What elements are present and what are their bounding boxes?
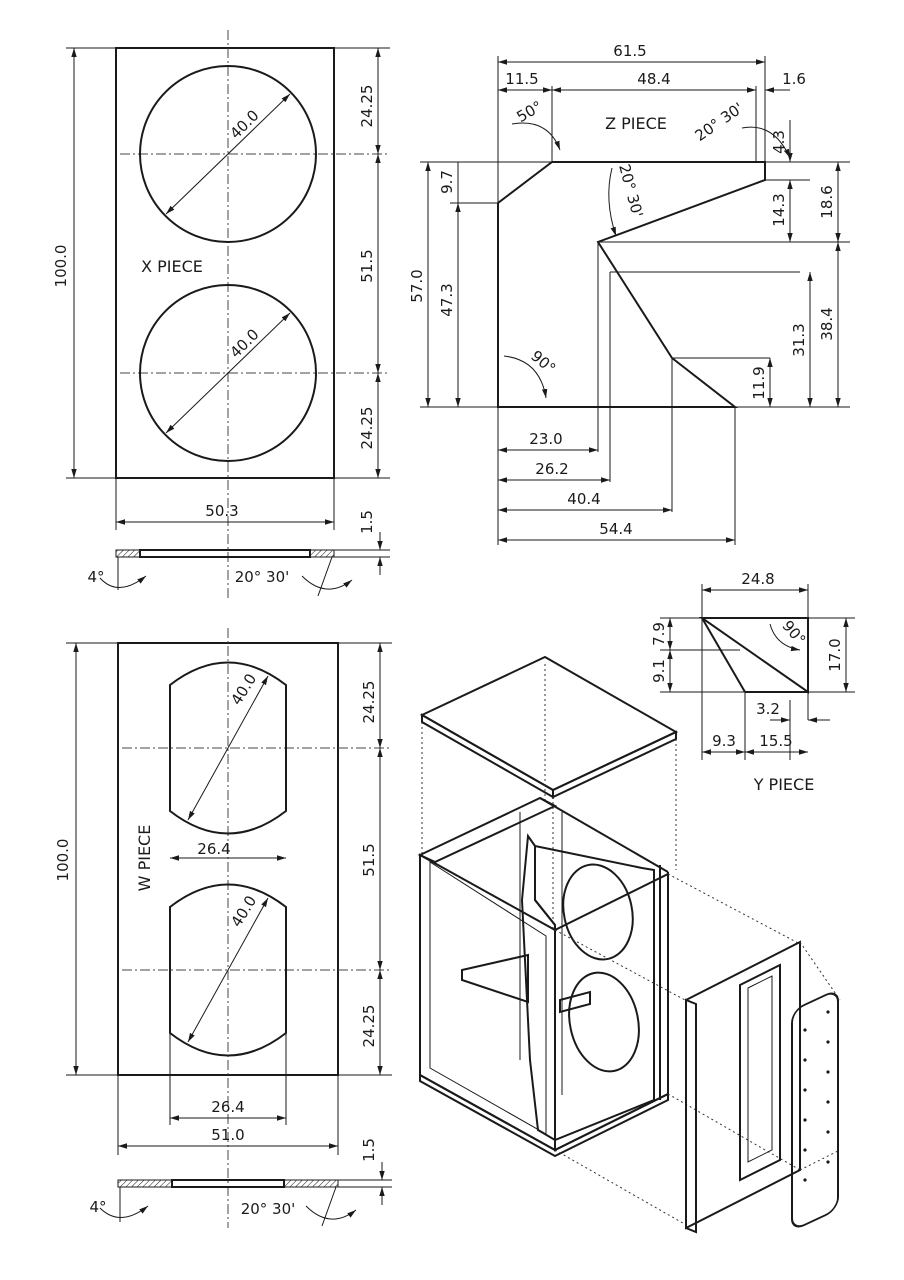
- x-lower-hole: [139, 284, 317, 462]
- z-top-span: 48.4: [637, 70, 670, 88]
- terminal-plate: [791, 992, 839, 1228]
- x-piece-label: X PIECE: [141, 257, 203, 276]
- z-h-right-top: 4.3: [770, 130, 788, 154]
- top-panel: [419, 655, 679, 799]
- z-left-offset: 11.5: [505, 70, 538, 88]
- z-h-right-d: 38.4: [818, 307, 836, 340]
- y-w-left: 9.3: [712, 732, 736, 750]
- x-piece-panel: [115, 47, 335, 479]
- w-hole-width-2: 26.4: [211, 1098, 244, 1116]
- z-h-right-c: 31.3: [790, 323, 808, 356]
- z-piece-label: Z PIECE: [605, 114, 667, 133]
- y-piece-label: Y PIECE: [753, 775, 815, 794]
- x-thickness: 1.5: [358, 510, 376, 534]
- w-hole-width-1: 26.4: [197, 840, 230, 858]
- z-h-left: 47.3: [438, 283, 456, 316]
- y-piece: 24.8 90° 7.9 9.1 17.0 3.2 9.3 15.5 Y PIE…: [650, 570, 855, 794]
- y-h-left: 9.1: [650, 659, 668, 683]
- x-bevel-angle: 4°: [87, 568, 104, 586]
- z-h-left-bevel: 9.7: [438, 170, 456, 194]
- x-hole-diameter-2: 40.0: [226, 325, 262, 361]
- z-w-c: 40.4: [567, 490, 600, 508]
- z-overall-width: 61.5: [613, 42, 646, 60]
- y-h-top: 7.9: [650, 622, 668, 646]
- y-w-small: 3.2: [756, 700, 780, 718]
- w-seg-mid: 51.5: [360, 843, 378, 876]
- w-upper-hole: [169, 661, 287, 835]
- exploded-assembly-view: [417, 655, 841, 1234]
- z-h-right-a: 14.3: [770, 193, 788, 226]
- x-seg-top: 24.25: [358, 85, 376, 128]
- cabinet-body: [417, 796, 669, 1158]
- z-angle-top-left: 50°: [513, 97, 545, 126]
- w-piece-label: W PIECE: [135, 825, 154, 892]
- z-h-right-e: 11.9: [750, 366, 768, 399]
- z-angle-bottom-left: 90°: [527, 347, 559, 378]
- w-thickness: 1.5: [360, 1138, 378, 1162]
- x-upper-hole: [139, 65, 317, 243]
- w-piece: 40.0 40.0 26.4 W PIECE 100.0 24.25 51.5 …: [54, 628, 392, 1228]
- w-width-dimension: 51.0: [211, 1126, 244, 1144]
- w-hole-diameter-1: 40.0: [227, 670, 260, 708]
- y-h-right: 17.0: [826, 638, 844, 671]
- z-angle-top-right: 20° 30': [692, 99, 747, 145]
- z-angle-mid: 20° 30': [615, 162, 647, 219]
- z-piece: 61.5 11.5 48.4 1.6 Z PIECE 50° 20° 30' 2…: [408, 42, 850, 545]
- z-w-b: 26.2: [535, 460, 568, 478]
- w-seg-bot: 24.25: [360, 1005, 378, 1048]
- z-h-total: 57.0: [408, 269, 426, 302]
- y-width: 24.8: [741, 570, 774, 588]
- x-seg-bot: 24.25: [358, 407, 376, 450]
- w-seg-top: 24.25: [360, 681, 378, 724]
- w-height-dimension: 100.0: [54, 839, 72, 882]
- w-hole-diameter-2: 40.0: [227, 892, 260, 930]
- w-bevel-angle: 4°: [89, 1198, 106, 1216]
- y-w-right: 15.5: [759, 732, 792, 750]
- x-piece: 40.0 40.0 X PIECE 100.0 24.25 51.5 24.25…: [52, 30, 390, 600]
- z-w-a: 23.0: [529, 430, 562, 448]
- x-hole-diameter-1: 40.0: [226, 106, 262, 142]
- z-w-d: 54.4: [599, 520, 632, 538]
- x-width-dimension: 50.3: [205, 502, 238, 520]
- x-edge-angle: 20° 30': [235, 568, 290, 586]
- x-height-dimension: 100.0: [52, 245, 70, 288]
- z-h-right-b: 18.6: [818, 185, 836, 218]
- w-edge-angle: 20° 30': [241, 1200, 296, 1218]
- x-seg-mid: 51.5: [358, 249, 376, 282]
- z-right-offset: 1.6: [782, 70, 806, 88]
- back-panel: [685, 940, 841, 1234]
